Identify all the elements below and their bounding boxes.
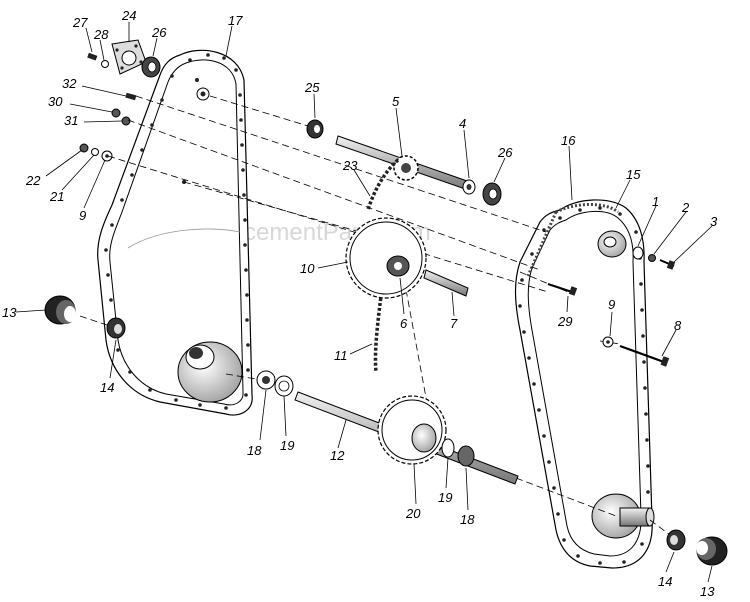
middle-sprocket-assembly: [345, 217, 469, 299]
callout-17: 17: [228, 13, 243, 28]
callout-14-right: 14: [658, 574, 672, 589]
callout-5: 5: [392, 94, 400, 109]
callout-19-right: 19: [438, 490, 452, 505]
callout-29: 29: [557, 314, 572, 329]
callout-4: 4: [459, 116, 466, 131]
hardware-right: [547, 246, 676, 367]
callout-20: 20: [405, 506, 421, 521]
callout-13-left: 13: [2, 305, 17, 320]
bearing-right: [666, 529, 728, 566]
upper-shaft-assembly: [306, 119, 502, 206]
right-chain-case-half: [514, 199, 655, 569]
callout-9-right: 9: [608, 297, 615, 312]
callout-19-left: 19: [280, 438, 294, 453]
callout-12: 12: [330, 448, 345, 463]
callout-10: 10: [300, 261, 315, 276]
left-chain-case-half: [97, 49, 253, 416]
callout-2: 2: [681, 200, 690, 215]
lower-shaft-assembly: [256, 370, 519, 485]
callout-26-top: 26: [151, 25, 167, 40]
callout-8: 8: [674, 318, 682, 333]
callout-18-right: 18: [460, 512, 475, 527]
callout-26-mid: 26: [497, 145, 513, 160]
drive-chain: [366, 158, 400, 373]
callout-23: 23: [342, 158, 358, 173]
callout-3: 3: [710, 214, 718, 229]
callout-14-left: 14: [100, 380, 114, 395]
callout-13-right: 13: [700, 584, 715, 599]
callout-1: 1: [652, 194, 659, 209]
callout-30: 30: [48, 94, 63, 109]
callout-32: 32: [62, 76, 77, 91]
callout-28: 28: [93, 27, 109, 42]
callout-11: 11: [334, 348, 348, 363]
callout-24: 24: [121, 8, 136, 23]
callout-16: 16: [561, 133, 576, 148]
callout-7: 7: [450, 316, 458, 331]
callout-27: 27: [72, 15, 88, 30]
callout-15: 15: [626, 167, 641, 182]
leader-lines: [15, 22, 713, 583]
callout-9-left: 9: [79, 208, 86, 223]
callout-22: 22: [25, 173, 41, 188]
callout-18-left: 18: [247, 443, 262, 458]
callout-6: 6: [400, 316, 408, 331]
callout-21: 21: [49, 189, 64, 204]
callout-31: 31: [64, 113, 78, 128]
callout-25: 25: [304, 80, 320, 95]
alignment-lines: [79, 95, 675, 539]
callout-labels: 27 24 28 26 17 32 30 31 22 21 9 25 5 4 2…: [2, 8, 718, 599]
bearing-left: [44, 295, 126, 339]
